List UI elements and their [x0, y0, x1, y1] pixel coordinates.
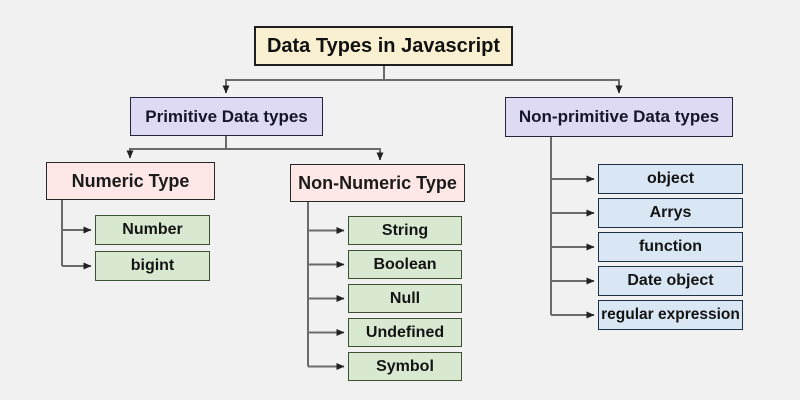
- root-node-title: Data Types in Javascript: [254, 26, 513, 66]
- leaf-string: String: [348, 216, 462, 245]
- leaf-object: object: [598, 164, 743, 194]
- leaf-undefined: Undefined: [348, 318, 462, 347]
- node-numeric-type: Numeric Type: [46, 162, 215, 200]
- leaf-bigint: bigint: [95, 251, 210, 281]
- leaf-null: Null: [348, 284, 462, 313]
- leaf-function: function: [598, 232, 743, 262]
- leaf-arrys: Arrys: [598, 198, 743, 228]
- node-non-numeric-type: Non-Numeric Type: [290, 164, 465, 202]
- leaf-regular-expression: regular expression: [598, 300, 743, 330]
- leaf-boolean: Boolean: [348, 250, 462, 279]
- node-primitive-data-types: Primitive Data types: [130, 97, 323, 136]
- node-non-primitive-data-types: Non-primitive Data types: [505, 97, 733, 137]
- leaf-number: Number: [95, 215, 210, 245]
- leaf-symbol: Symbol: [348, 352, 462, 381]
- leaf-date-object: Date object: [598, 266, 743, 296]
